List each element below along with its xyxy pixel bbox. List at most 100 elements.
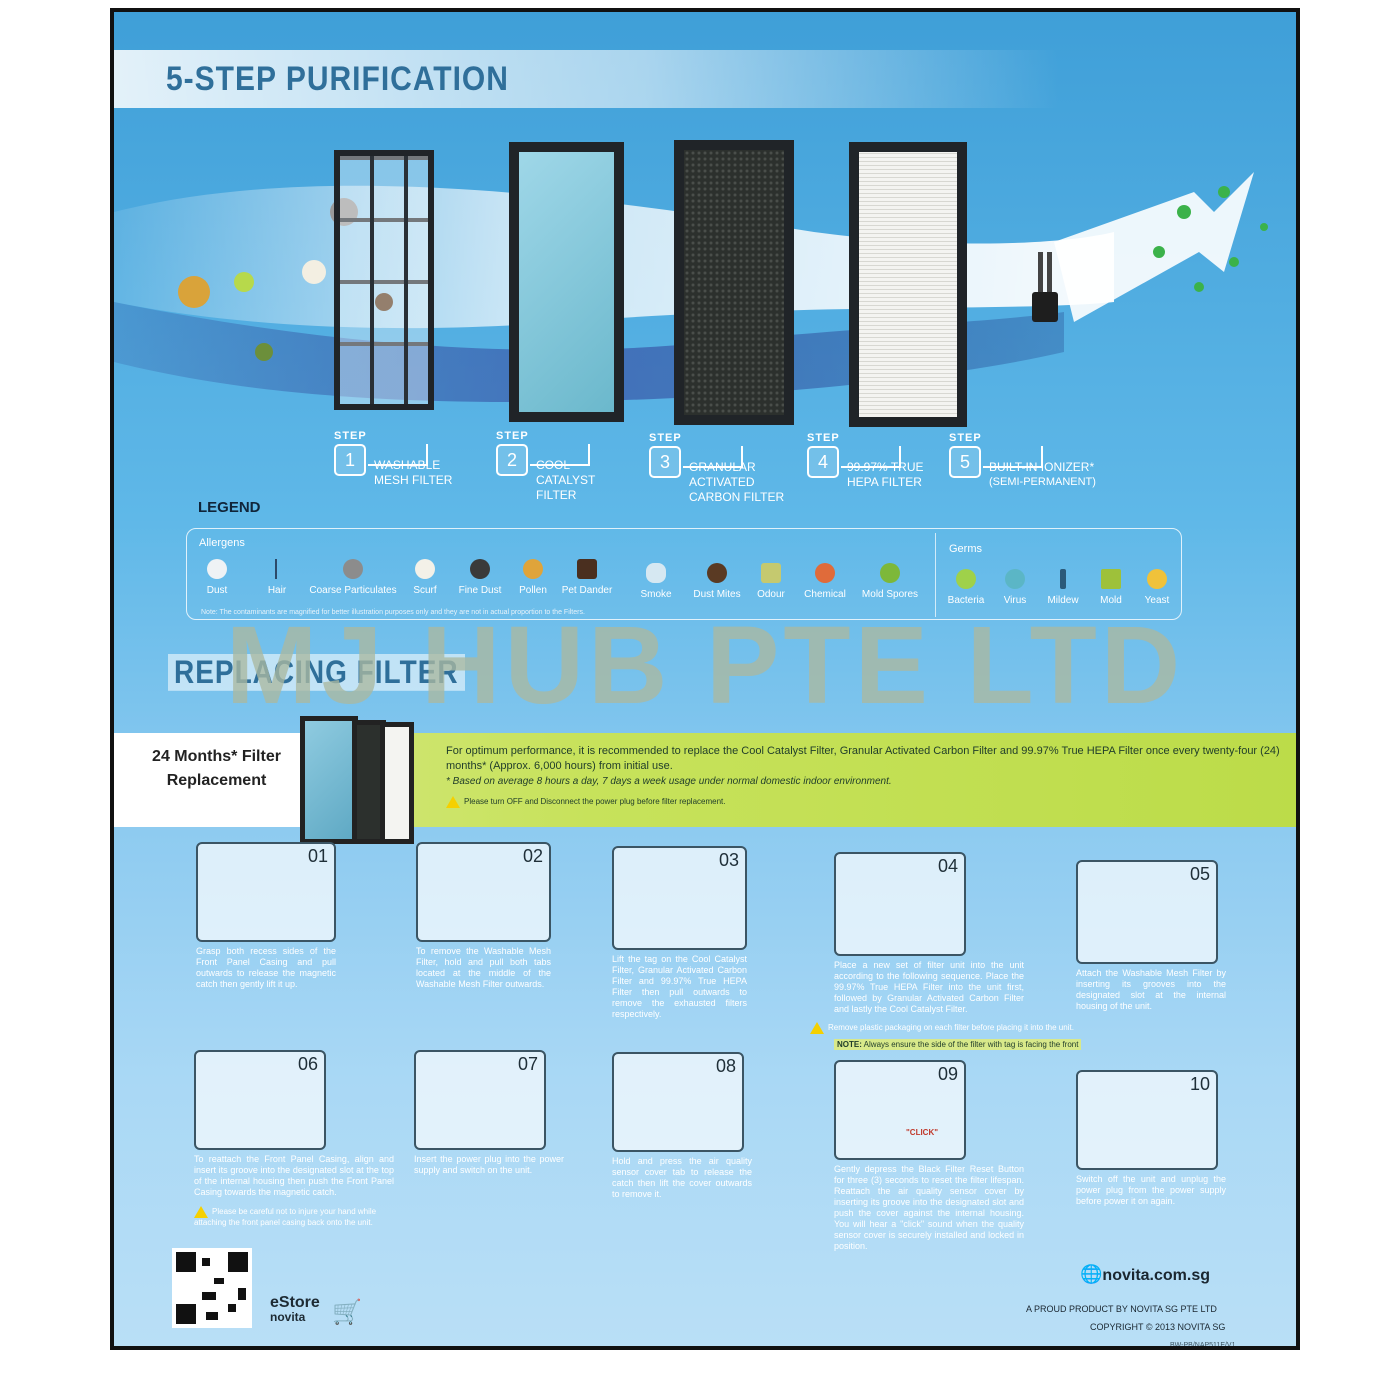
legend-item-mold: Mold — [1091, 569, 1131, 606]
note-label: NOTE: — [837, 1040, 862, 1049]
instruction-number: 02 — [522, 846, 543, 866]
instruction-image: 03 — [612, 846, 747, 950]
instruction-image: 01 — [196, 842, 336, 942]
bacteria-icon — [956, 569, 976, 589]
dust-mites-icon — [707, 563, 727, 583]
legend-item-smoke: Smoke — [633, 563, 679, 600]
scurf-icon — [415, 559, 435, 579]
pet-dander-icon — [577, 559, 597, 579]
instruction-text: Hold and press the air quality sensor co… — [612, 1156, 752, 1199]
step-name-sub: (SEMI-PERMANENT) — [989, 476, 1096, 488]
coarse-particulates-icon — [343, 559, 363, 579]
ionizer-pin-icon — [1047, 252, 1052, 292]
warning-text: Please be careful not to injure your han… — [194, 1207, 377, 1227]
replacement-filter-image-3 — [380, 722, 414, 844]
hair-icon — [275, 559, 279, 579]
globe-icon: 🌐 — [1080, 1264, 1103, 1284]
legend-label: Yeast — [1144, 595, 1170, 606]
step-name: COOL CATALYST FILTER — [536, 458, 596, 502]
hepa-filter-image — [849, 142, 967, 427]
legend-item-yeast: Yeast — [1137, 569, 1177, 606]
odour-icon — [761, 563, 781, 583]
instruction-01: 01 Grasp both recess sides of the Front … — [196, 842, 336, 990]
step-label: STEP — [334, 430, 367, 442]
instruction-image: 02 — [416, 842, 551, 942]
website-text: novita.com.sg — [1102, 1267, 1210, 1284]
step-label: STEP — [649, 432, 682, 444]
warning-icon — [446, 795, 460, 808]
allergens-label: Allergens — [199, 537, 245, 549]
instruction-text: To remove the Washable Mesh Filter, hold… — [416, 946, 551, 989]
step-number: 1 — [334, 444, 366, 476]
smoke-icon — [646, 563, 666, 583]
legend-item-dust: Dust — [197, 559, 237, 596]
instruction-number: 03 — [718, 850, 739, 870]
proud-product: A PROUD PRODUCT BY NOVITA SG PTE LTD — [1026, 1304, 1217, 1314]
step-name: GRANULAR ACTIVATED CARBON FILTER — [689, 460, 785, 504]
legend-item-scurf: Scurf — [405, 559, 445, 596]
ionizer-image — [1032, 292, 1058, 322]
legend-label: Hair — [267, 585, 287, 596]
legend-divider — [935, 533, 936, 617]
warning-text: Remove plastic packaging on each filter … — [828, 1023, 1074, 1033]
legend-item-bacteria: Bacteria — [941, 569, 991, 606]
legend-label: Odour — [757, 589, 785, 600]
instruction-number: 08 — [715, 1056, 736, 1076]
step-1: STEP 1 WASHABLE MESH FILTER — [334, 430, 452, 487]
instruction-06: 06 To reattach the Front Panel Casing, a… — [194, 1050, 394, 1227]
mold-spores-icon — [880, 563, 900, 583]
yeast-icon — [1147, 569, 1167, 589]
legend-label: Virus — [1003, 595, 1027, 606]
instruction-text: Grasp both recess sides of the Front Pan… — [196, 946, 336, 989]
legend-label: Pollen — [519, 585, 547, 596]
legend-item-pet-dander: Pet Dander — [559, 559, 615, 596]
shopping-cart-icon: 🛒 — [332, 1299, 362, 1326]
qr-code — [172, 1248, 252, 1328]
step-4: STEP 4 99.97% TRUE HEPA FILTER — [807, 432, 923, 489]
legend-item-mildew: Mildew — [1041, 569, 1085, 606]
legend-label: Bacteria — [947, 595, 985, 606]
legend-note: Note: The contaminants are magnified for… — [201, 609, 585, 616]
instruction-02: 02 To remove the Washable Mesh Filter, h… — [416, 842, 551, 990]
instruction-image: 06 — [194, 1050, 326, 1150]
cool-catalyst-filter-image — [509, 142, 624, 422]
instruction-image: 10 — [1076, 1070, 1218, 1170]
step-number: 3 — [649, 446, 681, 478]
pollen-icon — [523, 559, 543, 579]
instruction-text: Insert the power plug into the power sup… — [414, 1154, 564, 1175]
mold-icon — [1101, 569, 1121, 589]
connector-line — [683, 446, 743, 468]
instruction-image: 08 — [612, 1052, 744, 1152]
dust-icon — [207, 559, 227, 579]
instruction-10: 10 Switch off the unit and unplug the po… — [1076, 1070, 1226, 1207]
replacement-warning: Please turn OFF and Disconnect the power… — [446, 794, 1286, 809]
replacing-filter-title: REPLACING FILTER — [168, 654, 465, 691]
instruction-04: 04 Place a new set of filter unit into t… — [834, 852, 1024, 1015]
instruction-image: 09 "CLICK" — [834, 1060, 966, 1160]
warning-text: Please turn OFF and Disconnect the power… — [464, 797, 726, 806]
step-number: 4 — [807, 446, 839, 478]
step-5: STEP 5 BUILT-IN IONIZER* (SEMI-PERMANENT… — [949, 432, 1096, 488]
product-code: BW-PB/NAP511E/V1 — [1170, 1342, 1236, 1349]
instruction-image: 07 — [414, 1050, 546, 1150]
fine-dust-icon — [470, 559, 490, 579]
step-name: BUILT-IN IONIZER* (SEMI-PERMANENT) — [989, 460, 1149, 490]
product-info-panel: 5-STEP PURIFICATION — [110, 8, 1300, 1350]
legend-label: Scurf — [413, 585, 437, 596]
instruction-text: Gently depress the Black Filter Reset Bu… — [834, 1164, 1024, 1251]
step-number: 2 — [496, 444, 528, 476]
legend-item-virus: Virus — [995, 569, 1035, 606]
instruction-number: 05 — [1189, 864, 1210, 884]
replacement-text-block: For optimum performance, it is recommend… — [446, 744, 1286, 809]
estore-logo: eStore novita — [270, 1295, 320, 1325]
instruction-image: 04 — [834, 852, 966, 956]
step-label: STEP — [807, 432, 840, 444]
step-number: 5 — [949, 446, 981, 478]
replacement-band-left — [114, 733, 304, 827]
replacement-heading: 24 Months* Filter Replacement — [152, 748, 281, 789]
replacement-note: * Based on average 8 hours a day, 7 days… — [446, 776, 892, 787]
instruction-text: Switch off the unit and unplug the power… — [1076, 1174, 1226, 1206]
connector-line — [983, 446, 1043, 468]
instruction-number: 10 — [1189, 1074, 1210, 1094]
instruction-number: 07 — [517, 1054, 538, 1074]
